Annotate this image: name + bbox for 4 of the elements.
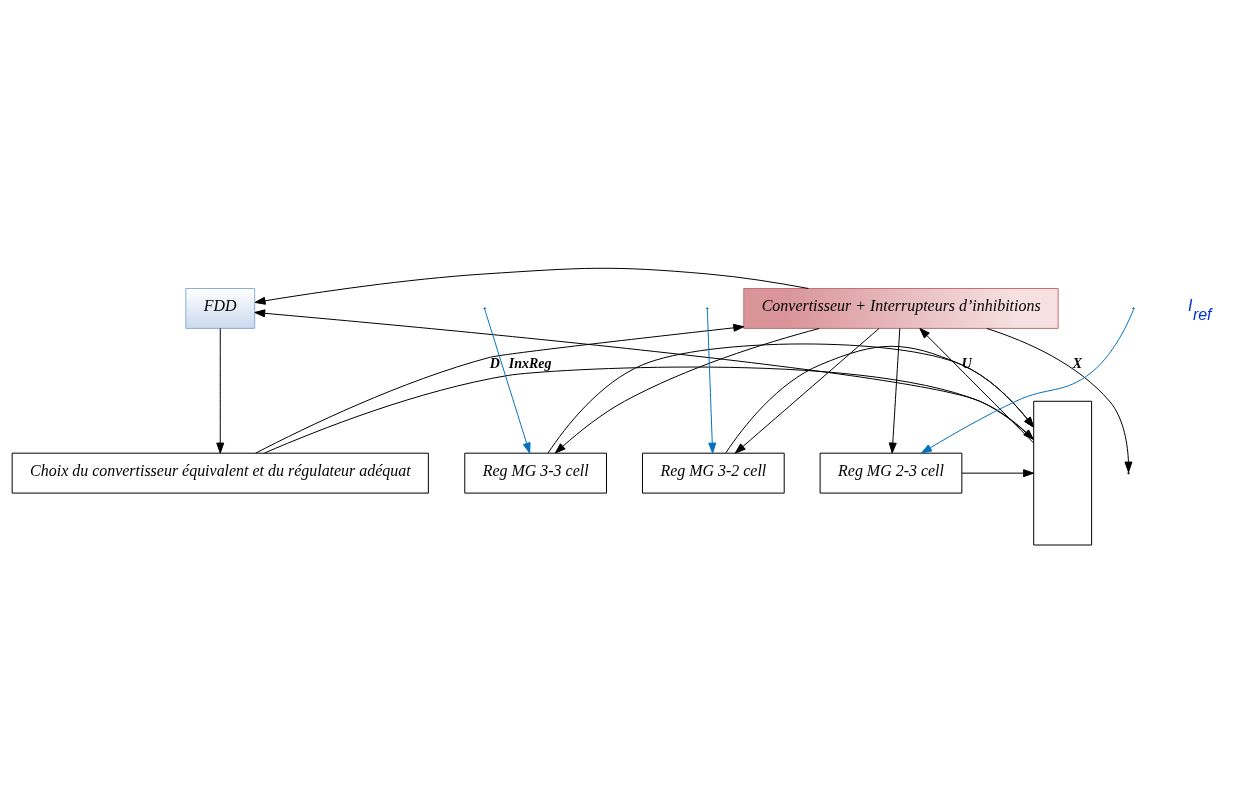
edge-label: D: [489, 355, 500, 371]
edge-label: X: [1072, 355, 1082, 371]
edge-label: U: [961, 355, 972, 371]
edge-label: InxReg: [508, 355, 552, 371]
